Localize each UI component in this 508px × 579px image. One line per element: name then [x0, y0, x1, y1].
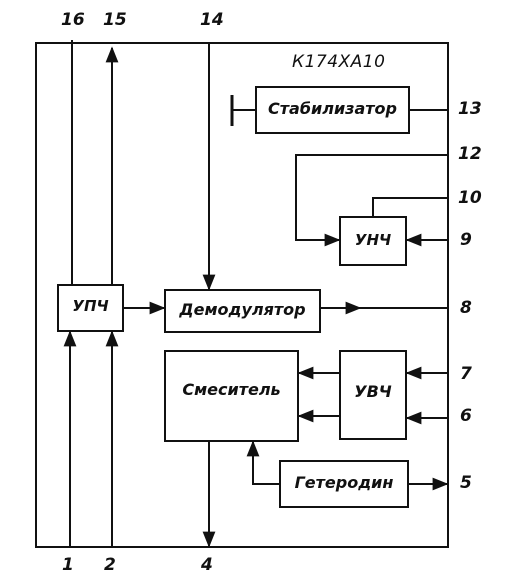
oscillator-label: Гетеродин	[294, 473, 394, 492]
pin-8-label: 8	[460, 298, 472, 318]
pin-7-label: 7	[460, 364, 472, 384]
mixer-block	[164, 350, 299, 442]
wire-pin12	[295, 154, 448, 247]
chip-name: К174ХА10	[292, 52, 386, 72]
uvch-label: УВЧ	[354, 382, 392, 401]
pin-4-label: 4	[201, 555, 213, 575]
demodulator-label: Демодулятор	[179, 300, 306, 319]
pin-15-label: 15	[103, 10, 127, 30]
pin-12-label: 12	[458, 144, 482, 164]
pin-10-label: 10	[458, 188, 482, 208]
pin-16-label: 16	[61, 10, 85, 30]
pin-5-label: 5	[460, 473, 472, 493]
stabilizer-label: Стабилизатор	[268, 99, 397, 118]
wire-osc-mixer	[246, 440, 280, 485]
uvch-block	[339, 350, 407, 440]
pin-9-label: 9	[460, 230, 472, 250]
wire-pin10	[372, 197, 448, 217]
upch-label: УПЧ	[72, 297, 109, 315]
pin-2-label: 2	[104, 555, 116, 575]
pin-14-label: 14	[200, 10, 224, 30]
mixer-label: Смеситель	[182, 380, 281, 399]
pin-6-label: 6	[460, 406, 472, 426]
pin-1-label: 1	[62, 555, 74, 575]
unch-label: УНЧ	[354, 231, 392, 249]
pin-13-label: 13	[458, 99, 482, 119]
chip-outline	[35, 42, 449, 548]
